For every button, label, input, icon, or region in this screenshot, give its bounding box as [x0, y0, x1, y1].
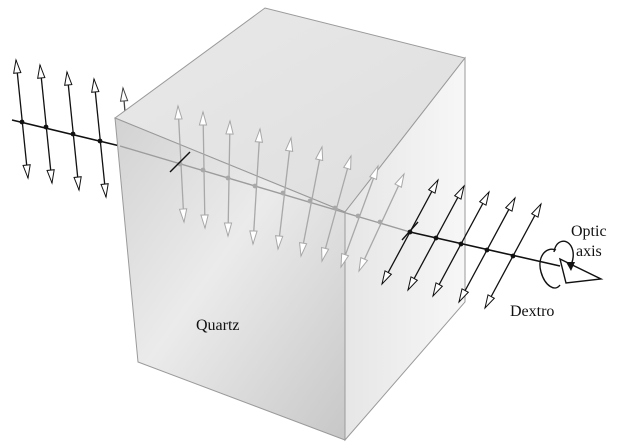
double-arrow-icon: [432, 190, 490, 298]
double-arrow-icon: [340, 164, 379, 269]
dextro-label: Dextro: [510, 303, 554, 320]
double-arrow-icon: [298, 145, 324, 258]
double-arrow-icon: [249, 127, 264, 246]
incoming-beam-line: [11, 119, 121, 147]
propagation-arrow-icon: [558, 257, 604, 284]
crystal-front-face: [114, 117, 346, 441]
internal-polarization-vectors: [169, 104, 419, 273]
double-arrow-icon: [274, 136, 294, 251]
double-arrow-icon: [13, 58, 31, 180]
quartz-label: Quartz: [196, 317, 240, 334]
double-arrow-icon: [484, 202, 542, 310]
entry-plane-tick: [169, 151, 191, 173]
optic-axis-label-line1: Optic: [571, 223, 607, 240]
internal-beam-line: [119, 145, 411, 233]
double-arrow-icon: [407, 184, 465, 292]
double-arrow-icon: [381, 178, 439, 286]
double-arrow-icon: [91, 77, 109, 199]
optic-axis-label-line2: axis: [576, 243, 602, 260]
outgoing-polarization-vectors: [381, 178, 542, 310]
double-arrow-icon: [321, 154, 352, 263]
double-arrow-icon: [198, 110, 209, 230]
double-arrow-icon: [37, 63, 55, 185]
quartz-crystal: [113, 7, 466, 442]
double-arrow-icon: [458, 196, 516, 304]
rotation-arrow-icon: [539, 240, 575, 289]
double-arrow-icon: [358, 172, 405, 273]
double-arrow-icon: [223, 119, 234, 238]
double-arrow-icon: [64, 70, 82, 192]
